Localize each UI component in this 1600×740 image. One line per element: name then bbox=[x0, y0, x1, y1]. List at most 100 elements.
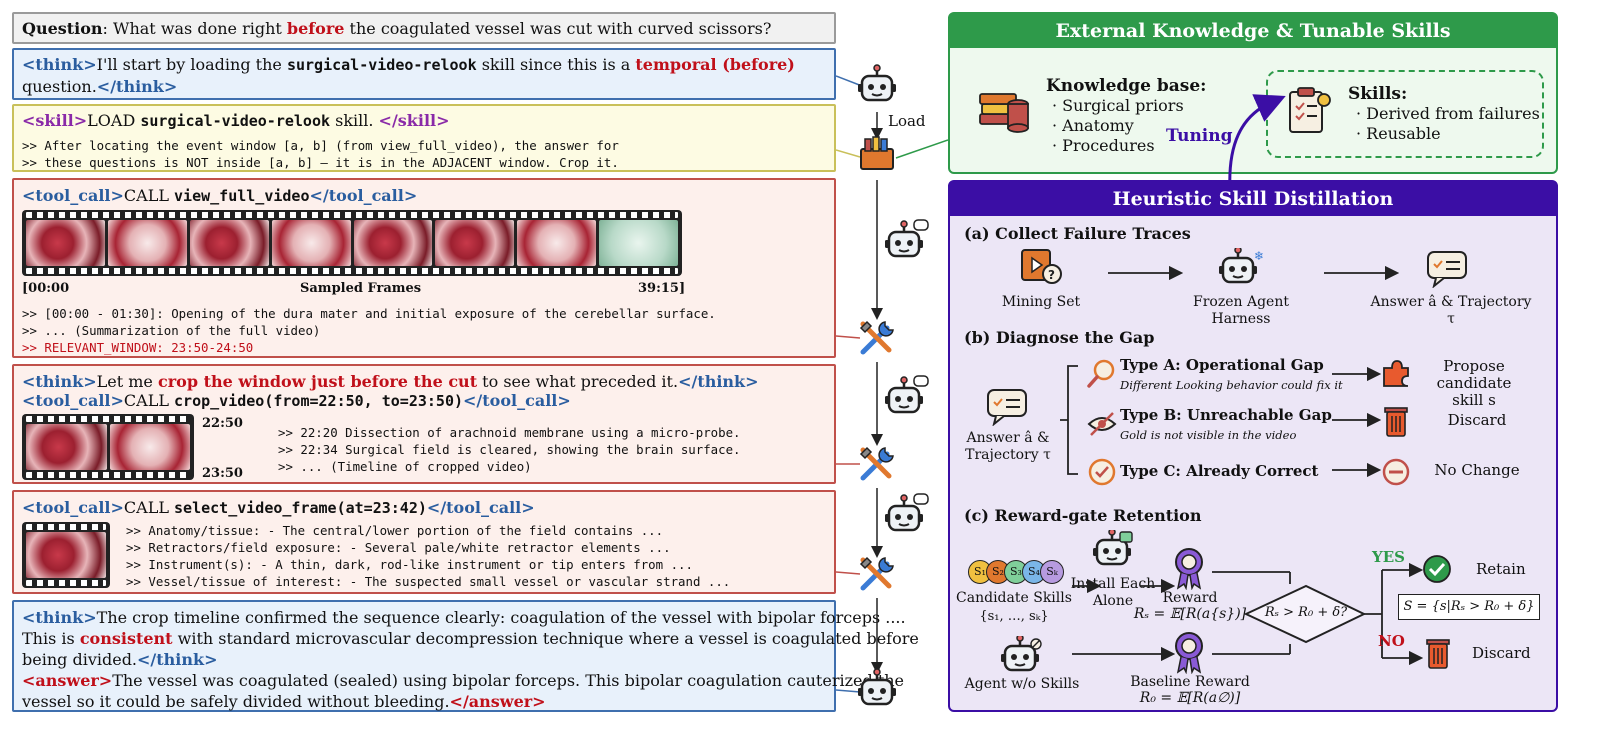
tool3-open: <tool_call> bbox=[22, 498, 124, 517]
think2-em: crop the window just before the cut bbox=[157, 372, 478, 391]
check-icon bbox=[1423, 555, 1451, 583]
skill-pre: LOAD bbox=[87, 111, 141, 130]
skill-code: surgical-video-relook bbox=[140, 112, 331, 130]
tool3-line-0: >> Anatomy/tissue: - The central/lower p… bbox=[126, 523, 664, 538]
tuning-label: Tuning bbox=[1166, 126, 1233, 146]
tool2-line-0: >> 22:20 Dissection of arachnoid membran… bbox=[278, 425, 741, 440]
film-question-icon: ? bbox=[1021, 249, 1062, 284]
candidate-label: Candidate Skills bbox=[956, 590, 1072, 606]
answer-open: <answer> bbox=[22, 671, 113, 690]
reward-medal-icon bbox=[1175, 548, 1203, 590]
type-a-title: Type A: Operational Gap bbox=[1120, 356, 1324, 374]
robot-thinking-icon bbox=[883, 493, 929, 532]
propose-1: Propose candidate bbox=[1436, 357, 1512, 392]
tool3-line-3: >> Vessel/tissue of interest: - The susp… bbox=[126, 574, 731, 589]
crop-start: 22:50 bbox=[202, 416, 243, 431]
robot-icon bbox=[856, 63, 898, 102]
hsd-title: Heuristic Skill Distillation bbox=[950, 182, 1556, 216]
external-knowledge-panel: External Knowledge & Tunable Skills Know… bbox=[948, 12, 1558, 174]
tools-icon bbox=[861, 558, 893, 588]
skills-item: · Reusable bbox=[1356, 124, 1441, 143]
check-circle-icon bbox=[1088, 458, 1116, 486]
tuning-arrow bbox=[1228, 94, 1286, 191]
ext-title: External Knowledge & Tunable Skills bbox=[950, 14, 1556, 48]
candidate-set: {s₁, …, sₖ} bbox=[979, 609, 1049, 624]
eye-off-icon bbox=[1087, 412, 1117, 436]
skill-chip: Sₖ bbox=[1040, 560, 1064, 584]
tool-call-box-2: <think>Let me crop the window just befor… bbox=[12, 364, 836, 484]
agent-no-skill-label: Agent w/o Skills bbox=[964, 676, 1080, 692]
skill-book-icon bbox=[860, 136, 894, 170]
no-change: No Change bbox=[1434, 461, 1520, 479]
tool-call-box-1: <tool_call>CALL view_full_video</tool_ca… bbox=[12, 178, 836, 358]
film-end: 39:15] bbox=[638, 281, 686, 296]
frame bbox=[189, 220, 269, 266]
frame bbox=[107, 220, 187, 266]
think1-close: </think> bbox=[96, 77, 178, 96]
frozen-robot-icon: ❄ bbox=[1217, 248, 1264, 284]
retain-label: Retain bbox=[1476, 560, 1526, 578]
load-label: Load bbox=[888, 112, 926, 130]
think1-open: <think> bbox=[22, 55, 97, 74]
reward-label: Reward bbox=[1162, 590, 1218, 606]
tool3-line-2: >> Instrument(s): - A thin, dark, rod-li… bbox=[126, 557, 693, 572]
question-pre: : What was done right bbox=[102, 19, 287, 38]
type-b-sub: Gold is not visible in the video bbox=[1120, 428, 1297, 442]
tool1-open: <tool_call> bbox=[22, 186, 124, 205]
answer-l2: vessel so it could be safely divided wit… bbox=[22, 692, 450, 711]
tool3-line-1: >> Retractors/field exposure: - Several … bbox=[126, 540, 671, 555]
final-l3: being divided. bbox=[22, 650, 138, 669]
outcome-arrows bbox=[1332, 366, 1382, 478]
film-caption: Sampled Frames bbox=[300, 281, 422, 296]
arrow bbox=[1324, 266, 1400, 280]
question-post: the coagulated vessel was cut with curve… bbox=[344, 19, 772, 38]
kb-item: · Anatomy bbox=[1052, 116, 1134, 135]
skill-box: <skill>LOAD surgical-video-relook skill.… bbox=[12, 104, 836, 172]
agent-no-skill-icon bbox=[999, 636, 1042, 672]
section-c-title: (c) Reward-gate Retention bbox=[964, 506, 1202, 525]
retain-set: S = {s|Rₛ > R₀ + δ} bbox=[1398, 594, 1540, 620]
tool3-pre: CALL bbox=[123, 498, 175, 517]
section-a-title: (a) Collect Failure Traces bbox=[964, 224, 1191, 243]
think2-open: <think> bbox=[22, 372, 97, 391]
baseline-label: Baseline Reward bbox=[1130, 674, 1250, 690]
frame bbox=[26, 532, 106, 578]
think-box-1: <think>I'll start by loading the surgica… bbox=[12, 48, 836, 100]
b-left-2: Trajectory τ bbox=[965, 447, 1051, 463]
svg-text:❄: ❄ bbox=[1254, 249, 1264, 263]
tool1-line-0: >> [00:00 - 01:30]: Opening of the dura … bbox=[22, 306, 716, 321]
no-label: NO bbox=[1378, 632, 1405, 650]
think1-code: surgical-video-relook bbox=[286, 56, 477, 74]
final-answer-box: <think>The crop timeline confirmed the s… bbox=[12, 600, 919, 712]
film-strip-crop bbox=[22, 414, 194, 480]
b-left-label: Answer â &Trajectory τ bbox=[960, 430, 1056, 464]
type-c-title: Type C: Already Correct bbox=[1120, 462, 1319, 480]
magnifier-icon bbox=[1087, 359, 1115, 388]
final-close: </think> bbox=[137, 650, 218, 669]
tools-icon bbox=[861, 322, 893, 352]
frame bbox=[109, 424, 190, 470]
tool2-line-1: >> 22:34 Surgical field is cleared, show… bbox=[278, 442, 741, 457]
think2-close: </think> bbox=[678, 372, 759, 391]
tool3-close: </tool_call> bbox=[426, 498, 535, 517]
tool1-code: view_full_video bbox=[174, 187, 310, 205]
tool1-close: </tool_call> bbox=[309, 186, 418, 205]
question-em: before bbox=[286, 19, 345, 38]
type-b-title: Type B: Unreachable Gap bbox=[1120, 406, 1332, 424]
skill-line-1: >> these questions is NOT inside [a, b] … bbox=[22, 155, 619, 170]
tools-icon bbox=[861, 448, 893, 478]
frame bbox=[353, 220, 433, 266]
baseline-medal-icon bbox=[1175, 632, 1203, 674]
question-label: Question bbox=[22, 19, 103, 38]
tool2-close: </tool_call> bbox=[463, 391, 571, 410]
reward-formula: Rₛ = 𝔼[R(a{s})] bbox=[1133, 606, 1247, 622]
frozen-agent-label: Frozen Agent Harness bbox=[1193, 294, 1289, 327]
propose-2: skill s bbox=[1452, 391, 1496, 409]
final-l1: The crop timeline confirmed the sequence… bbox=[96, 608, 906, 627]
final-l2em: consistent bbox=[79, 629, 173, 648]
mining-set-label: Mining Set bbox=[1001, 294, 1081, 310]
tool3-code: select_video_frame(at=23:42) bbox=[174, 499, 427, 517]
answer-traj-label: Answer â & Trajectory τ bbox=[1370, 294, 1532, 327]
think2-pre: Let me bbox=[96, 372, 158, 391]
skill-close: </skill> bbox=[378, 111, 450, 130]
